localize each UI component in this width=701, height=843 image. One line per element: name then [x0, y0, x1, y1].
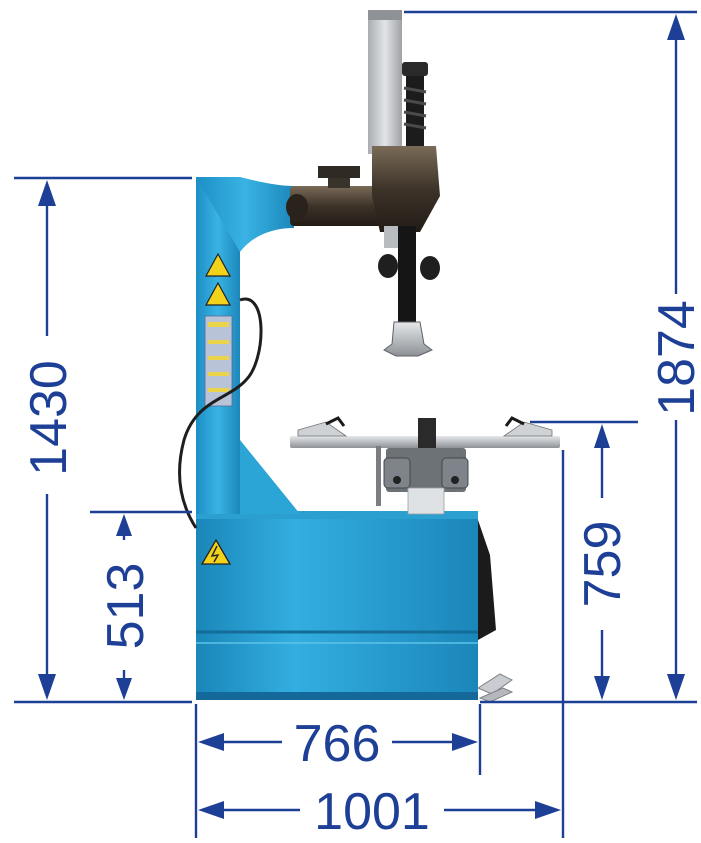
turntable-jaw — [297, 421, 348, 437]
machine-illustration — [178, 10, 560, 703]
instruction-label-line — [208, 322, 229, 327]
tool-head-housing — [372, 146, 440, 232]
turntable-jaw — [502, 421, 553, 437]
turntable-bracket — [383, 457, 411, 489]
machine-side-panel — [478, 520, 496, 640]
dimension-lines: 1874 1430 513 759 766 1001 — [14, 10, 701, 841]
spring-coil — [403, 86, 427, 94]
spring-coil — [403, 98, 427, 106]
bracket-bolt-icon — [451, 476, 459, 484]
arrow-left-icon — [198, 801, 224, 819]
turntable-hub — [418, 418, 436, 448]
machine-base-top — [196, 511, 478, 519]
arrow-up-icon — [594, 424, 610, 448]
arrow-right-icon — [535, 801, 561, 819]
grey-cylinder-cap — [368, 10, 402, 20]
turntable — [290, 416, 560, 515]
electric-warning-icon — [200, 538, 232, 565]
arrow-right-icon — [452, 733, 478, 751]
spring-coil — [403, 122, 427, 130]
spring-column — [406, 66, 424, 150]
column-brace — [240, 440, 300, 514]
arm-knob — [286, 194, 308, 220]
turntable-jaw-clamp — [325, 416, 346, 427]
dim-base-width: 766 — [294, 715, 381, 773]
spring-coil — [403, 110, 427, 118]
arrow-up-icon — [116, 514, 132, 536]
column-top-arm — [196, 177, 294, 252]
arrow-down-icon — [594, 676, 610, 700]
adjust-knob-icon — [378, 254, 398, 278]
turntable-rod — [376, 446, 381, 506]
spring-column-cap — [402, 62, 428, 76]
arrow-left-icon — [198, 733, 224, 751]
dim-turntable-height: 759 — [574, 521, 632, 608]
arrow-down-icon — [116, 678, 132, 700]
warning-label-icon — [204, 281, 232, 306]
tool-shaft — [398, 226, 416, 326]
grey-cylinder — [368, 14, 402, 154]
foot-pedal — [478, 687, 514, 703]
arm-lock-lever — [328, 178, 350, 188]
foot-pedal — [476, 673, 513, 695]
electric-warning-icon — [210, 545, 220, 563]
bracket-bolt-icon — [393, 476, 401, 484]
arrow-up-icon — [38, 180, 56, 206]
instruction-label-line — [208, 388, 229, 392]
turntable-jaw-clamp — [504, 416, 525, 427]
instruction-label-line — [208, 356, 229, 360]
arm-lock-lever — [318, 166, 360, 178]
dim-total-width: 1001 — [314, 783, 430, 841]
instruction-label-line — [208, 340, 229, 344]
arrow-down-icon — [38, 674, 56, 700]
adjust-knob-icon — [420, 256, 440, 280]
machine-base-foot — [196, 692, 478, 700]
instruction-label-line — [208, 372, 229, 376]
turntable-column — [407, 487, 445, 515]
arrow-down-icon — [667, 674, 685, 700]
mount-demount-head — [383, 321, 433, 357]
dim-column-height: 1430 — [20, 360, 78, 476]
machine-base — [196, 514, 478, 698]
turntable-bracket — [441, 457, 469, 489]
arrow-up-icon — [667, 14, 685, 40]
air-hose — [178, 297, 263, 529]
tool-shaft-sleeve — [384, 226, 398, 248]
dim-base-height: 513 — [97, 563, 155, 650]
dim-total-height: 1874 — [648, 300, 701, 416]
warning-label-icon — [204, 252, 232, 277]
